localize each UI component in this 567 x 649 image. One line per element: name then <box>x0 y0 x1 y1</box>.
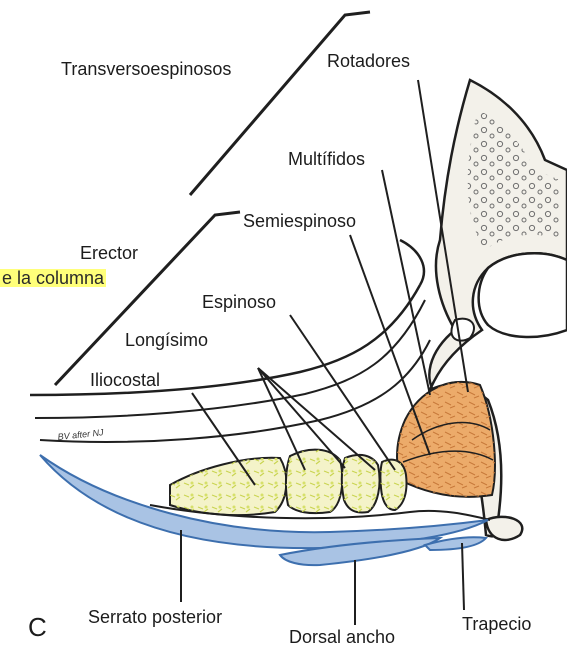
panel-letter: C <box>28 614 47 640</box>
fascia-line-middle <box>35 300 425 418</box>
label-semiespinoso: Semiespinoso <box>243 212 356 230</box>
longisimo-texture-1 <box>286 450 342 514</box>
leader-trapecio <box>462 543 464 610</box>
iliocostal-texture <box>170 458 286 515</box>
intervertebral-foramen <box>479 253 567 337</box>
transversoespinosos-muscles <box>397 382 495 497</box>
artist-signature: BV after NJ <box>57 427 104 442</box>
longisimo-texture-2 <box>342 455 380 513</box>
label-erector: Erector <box>80 244 138 262</box>
label-dorsal-ancho: Dorsal ancho <box>289 628 395 646</box>
label-iliocostal: Iliocostal <box>90 371 160 389</box>
label-longisimo: Longísimo <box>125 331 208 349</box>
leader-multifidos <box>382 170 430 395</box>
label-rotadores: Rotadores <box>327 52 410 70</box>
leader-espinoso <box>290 315 395 470</box>
label-espinoso: Espinoso <box>202 293 276 311</box>
label-serrato-posterior: Serrato posterior <box>88 608 222 626</box>
label-multifidos: Multífidos <box>288 150 365 168</box>
leader-longisimo-a <box>258 368 305 470</box>
label-transversoespinosos: Transversoespinosos <box>61 60 231 78</box>
lamina-line <box>400 240 424 285</box>
transverse-process-tip <box>451 319 474 341</box>
label-trapecio: Trapecio <box>462 615 531 633</box>
fascia-line-lower <box>40 340 430 442</box>
label-erector-column: e la columna <box>0 269 106 287</box>
